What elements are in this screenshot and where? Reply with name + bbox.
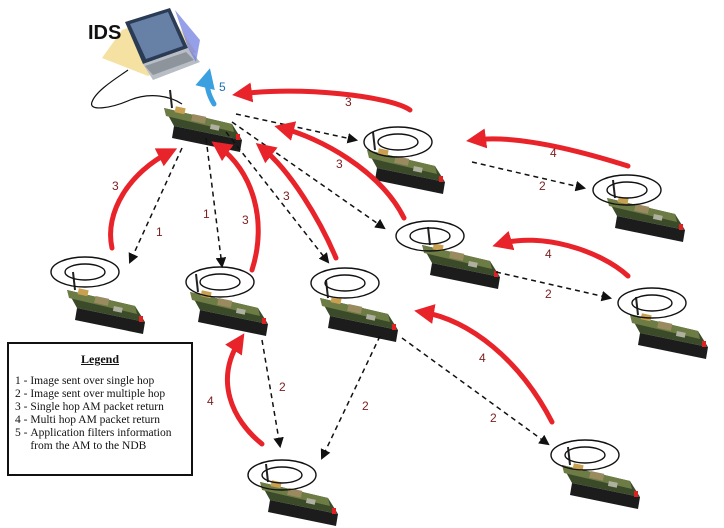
- ids-label: IDS: [88, 22, 122, 44]
- mote-root: [163, 89, 243, 153]
- arrow-root-to-d: [128, 147, 183, 264]
- legend-item-text: Image sent over multiple hop: [30, 388, 166, 400]
- mote-node-g: [629, 296, 709, 360]
- return-e-to-root: [211, 141, 261, 273]
- legend-item-number: 1: [15, 375, 21, 387]
- return-i-to-e: [224, 333, 265, 447]
- return-a-to-root: [232, 82, 413, 113]
- return-d-to-root: [108, 148, 178, 251]
- edge-label-2: 2: [490, 411, 497, 425]
- arrow-e-to-i: [261, 339, 284, 449]
- arrow-root-to-c: [231, 121, 386, 230]
- arrow-c-to-g: [495, 271, 613, 302]
- edge-label-4: 4: [545, 247, 552, 261]
- edge-label-2: 2: [545, 287, 552, 301]
- arrow-f-to-i: [320, 335, 381, 460]
- mote-node-c: [421, 226, 501, 290]
- legend-item-number: 3: [15, 401, 21, 413]
- return-f-to-root: [255, 143, 339, 261]
- legend-title: Legend: [80, 352, 119, 366]
- edge-label-3: 3: [345, 95, 352, 109]
- edge-label-2: 2: [539, 179, 546, 193]
- edge-label-3: 3: [242, 213, 249, 227]
- legend-item-number: 5: [15, 427, 21, 439]
- legend-item-number: 2: [15, 388, 21, 400]
- edge-label-3: 3: [112, 179, 119, 193]
- ring-node-f: [310, 267, 380, 299]
- ring-node-d: [50, 256, 120, 288]
- legend-item: 1 - Image sent over single hop: [15, 375, 155, 387]
- ring-node-g: [617, 287, 687, 319]
- edge-label-3: 3: [336, 157, 343, 171]
- ring-node-i: [247, 459, 317, 491]
- legend-item-text: Multi hop AM packet return: [30, 414, 161, 426]
- legend-item: 4 - Multi hop AM packet return: [15, 414, 161, 426]
- edge-label-3: 3: [283, 189, 290, 203]
- mote-node-d: [66, 271, 146, 335]
- mote-node-e: [189, 273, 269, 337]
- arrow-root-to-a: [235, 113, 359, 144]
- return-h-to-f: [414, 304, 555, 425]
- legend-item: 2 - Image sent over multiple hop: [15, 388, 166, 400]
- return-g-to-c: [492, 230, 631, 279]
- mote-node-h: [561, 446, 641, 510]
- ids-cable: [91, 69, 183, 109]
- edge-label-5: 5: [219, 80, 226, 94]
- legend-item-number: 4: [15, 414, 21, 426]
- edge-label-4: 4: [207, 394, 214, 408]
- return-c-to-root: [274, 121, 407, 221]
- mote-node-b: [606, 179, 686, 243]
- edge-label-2: 2: [362, 399, 369, 413]
- legend-item: 3 - Single hop AM packet return: [15, 401, 164, 413]
- edge-label-1: 1: [203, 207, 210, 221]
- edge-label-2: 2: [279, 380, 286, 394]
- legend-item-text: Image sent over single hop: [30, 375, 155, 387]
- edge-label-4: 4: [479, 351, 486, 365]
- legend-item-text: Single hop AM packet return: [30, 401, 164, 413]
- return-b-to-a: [466, 128, 631, 169]
- arrow-root-to-f: [225, 131, 330, 264]
- ids-laptop-icon: [102, 8, 200, 80]
- edge-label-4: 4: [550, 146, 557, 160]
- filter-arrow-to-ids: [195, 68, 217, 107]
- ring-node-h: [550, 439, 620, 471]
- legend-item-text: Application filters information from the…: [30, 427, 172, 452]
- arrow-f-to-h: [401, 337, 550, 446]
- arrow-root-to-e: [205, 137, 227, 269]
- arrow-a-to-b: [471, 161, 587, 192]
- legend-item: 5 - Application filters information from…: [15, 427, 185, 453]
- mote-node-i: [259, 463, 339, 527]
- edge-label-1: 1: [156, 225, 163, 239]
- legend-box: Legend 1 - Image sent over single hop 2 …: [7, 342, 193, 476]
